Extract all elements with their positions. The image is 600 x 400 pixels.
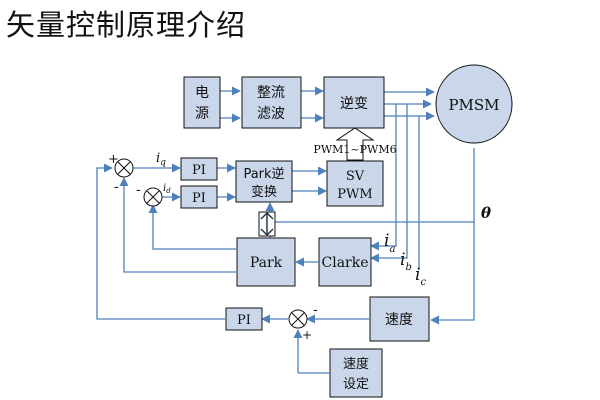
tap-ia [370,104,397,251]
power-label-1: 电 [195,85,209,101]
sum-junction-speed [288,309,308,329]
inverter-label: 逆变 [340,96,368,112]
theta-label: θ [481,204,491,222]
pi-d-label: PI [192,191,206,206]
pmsm-motor [435,64,513,144]
id-label: id [163,183,171,195]
svpwm-label-1: SV [346,169,365,184]
ib-label: ib [400,250,412,273]
iq-label: iq [156,151,166,168]
inv-park-label-2: 变换 [251,184,277,200]
clarke-label: Clarke [322,255,369,271]
rectifier-label-1: 整流 [257,85,285,101]
pi-q-label: PI [192,163,206,178]
svpwm-block [326,160,384,207]
pi-speed-block [225,307,263,331]
tap-ib [370,104,408,263]
park-block [236,237,296,287]
sum-junction-d [143,187,163,207]
ia-label: ia [384,231,395,255]
pi-speed-label: PI [237,313,251,328]
page-title: 矢量控制原理介绍 [6,8,247,42]
power-block [183,76,221,129]
pi-q-block [180,157,218,181]
pmsm-to-speed [430,222,475,325]
rectifier-block [241,76,302,129]
ic-label: ic [415,265,426,288]
park-link-heads [260,212,274,236]
speed-label: 速度 [385,312,413,328]
sum-junction-q [114,158,134,178]
park-iq-feedback [119,177,236,273]
pi-d-block [180,185,218,209]
sign-q-minus: - [114,179,119,195]
speed-set-label-2: 设定 [343,377,369,392]
pi-speed-to-iq-sum [96,163,225,320]
speed-set-label-1: 速度 [343,356,369,372]
inv-park-block [235,160,293,203]
speed-block [369,296,430,342]
inv-park-label-1: Park逆 [243,166,284,182]
pwm-label: PWM1~PWM6 [313,143,396,156]
sign-speed-plus: + [302,328,312,342]
power-label-2: 源 [195,106,209,122]
park-label: Park [250,255,283,271]
clarke-block [318,237,372,287]
pwm-hollow-arrow [335,127,375,161]
svpwm-label-2: PWM [337,187,372,202]
sign-q-plus: + [108,152,119,167]
pmsm-label: PMSM [448,96,499,114]
park-id-feedback [148,204,236,250]
speed-set-block [329,348,383,398]
sign-d-minus: - [136,182,141,198]
inverter-block [323,76,385,129]
sign-speed-minus: - [313,302,318,318]
rectifier-label-2: 滤波 [257,106,285,122]
